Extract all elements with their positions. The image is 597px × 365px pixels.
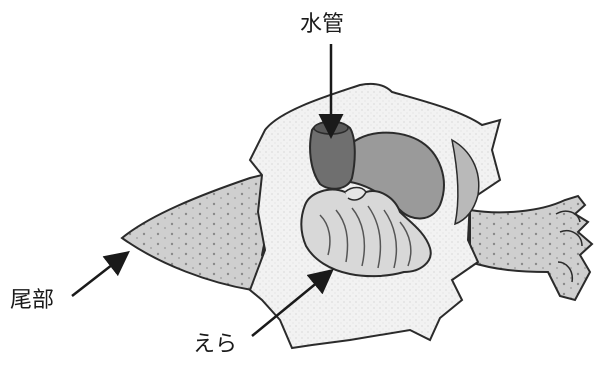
tail-arrow (72, 254, 126, 296)
gills-label: えら (193, 334, 237, 356)
tail (122, 175, 275, 290)
siphon-label: 水管 (300, 14, 344, 36)
tail-label: 尾部 (10, 290, 54, 312)
right-extension (470, 196, 592, 300)
